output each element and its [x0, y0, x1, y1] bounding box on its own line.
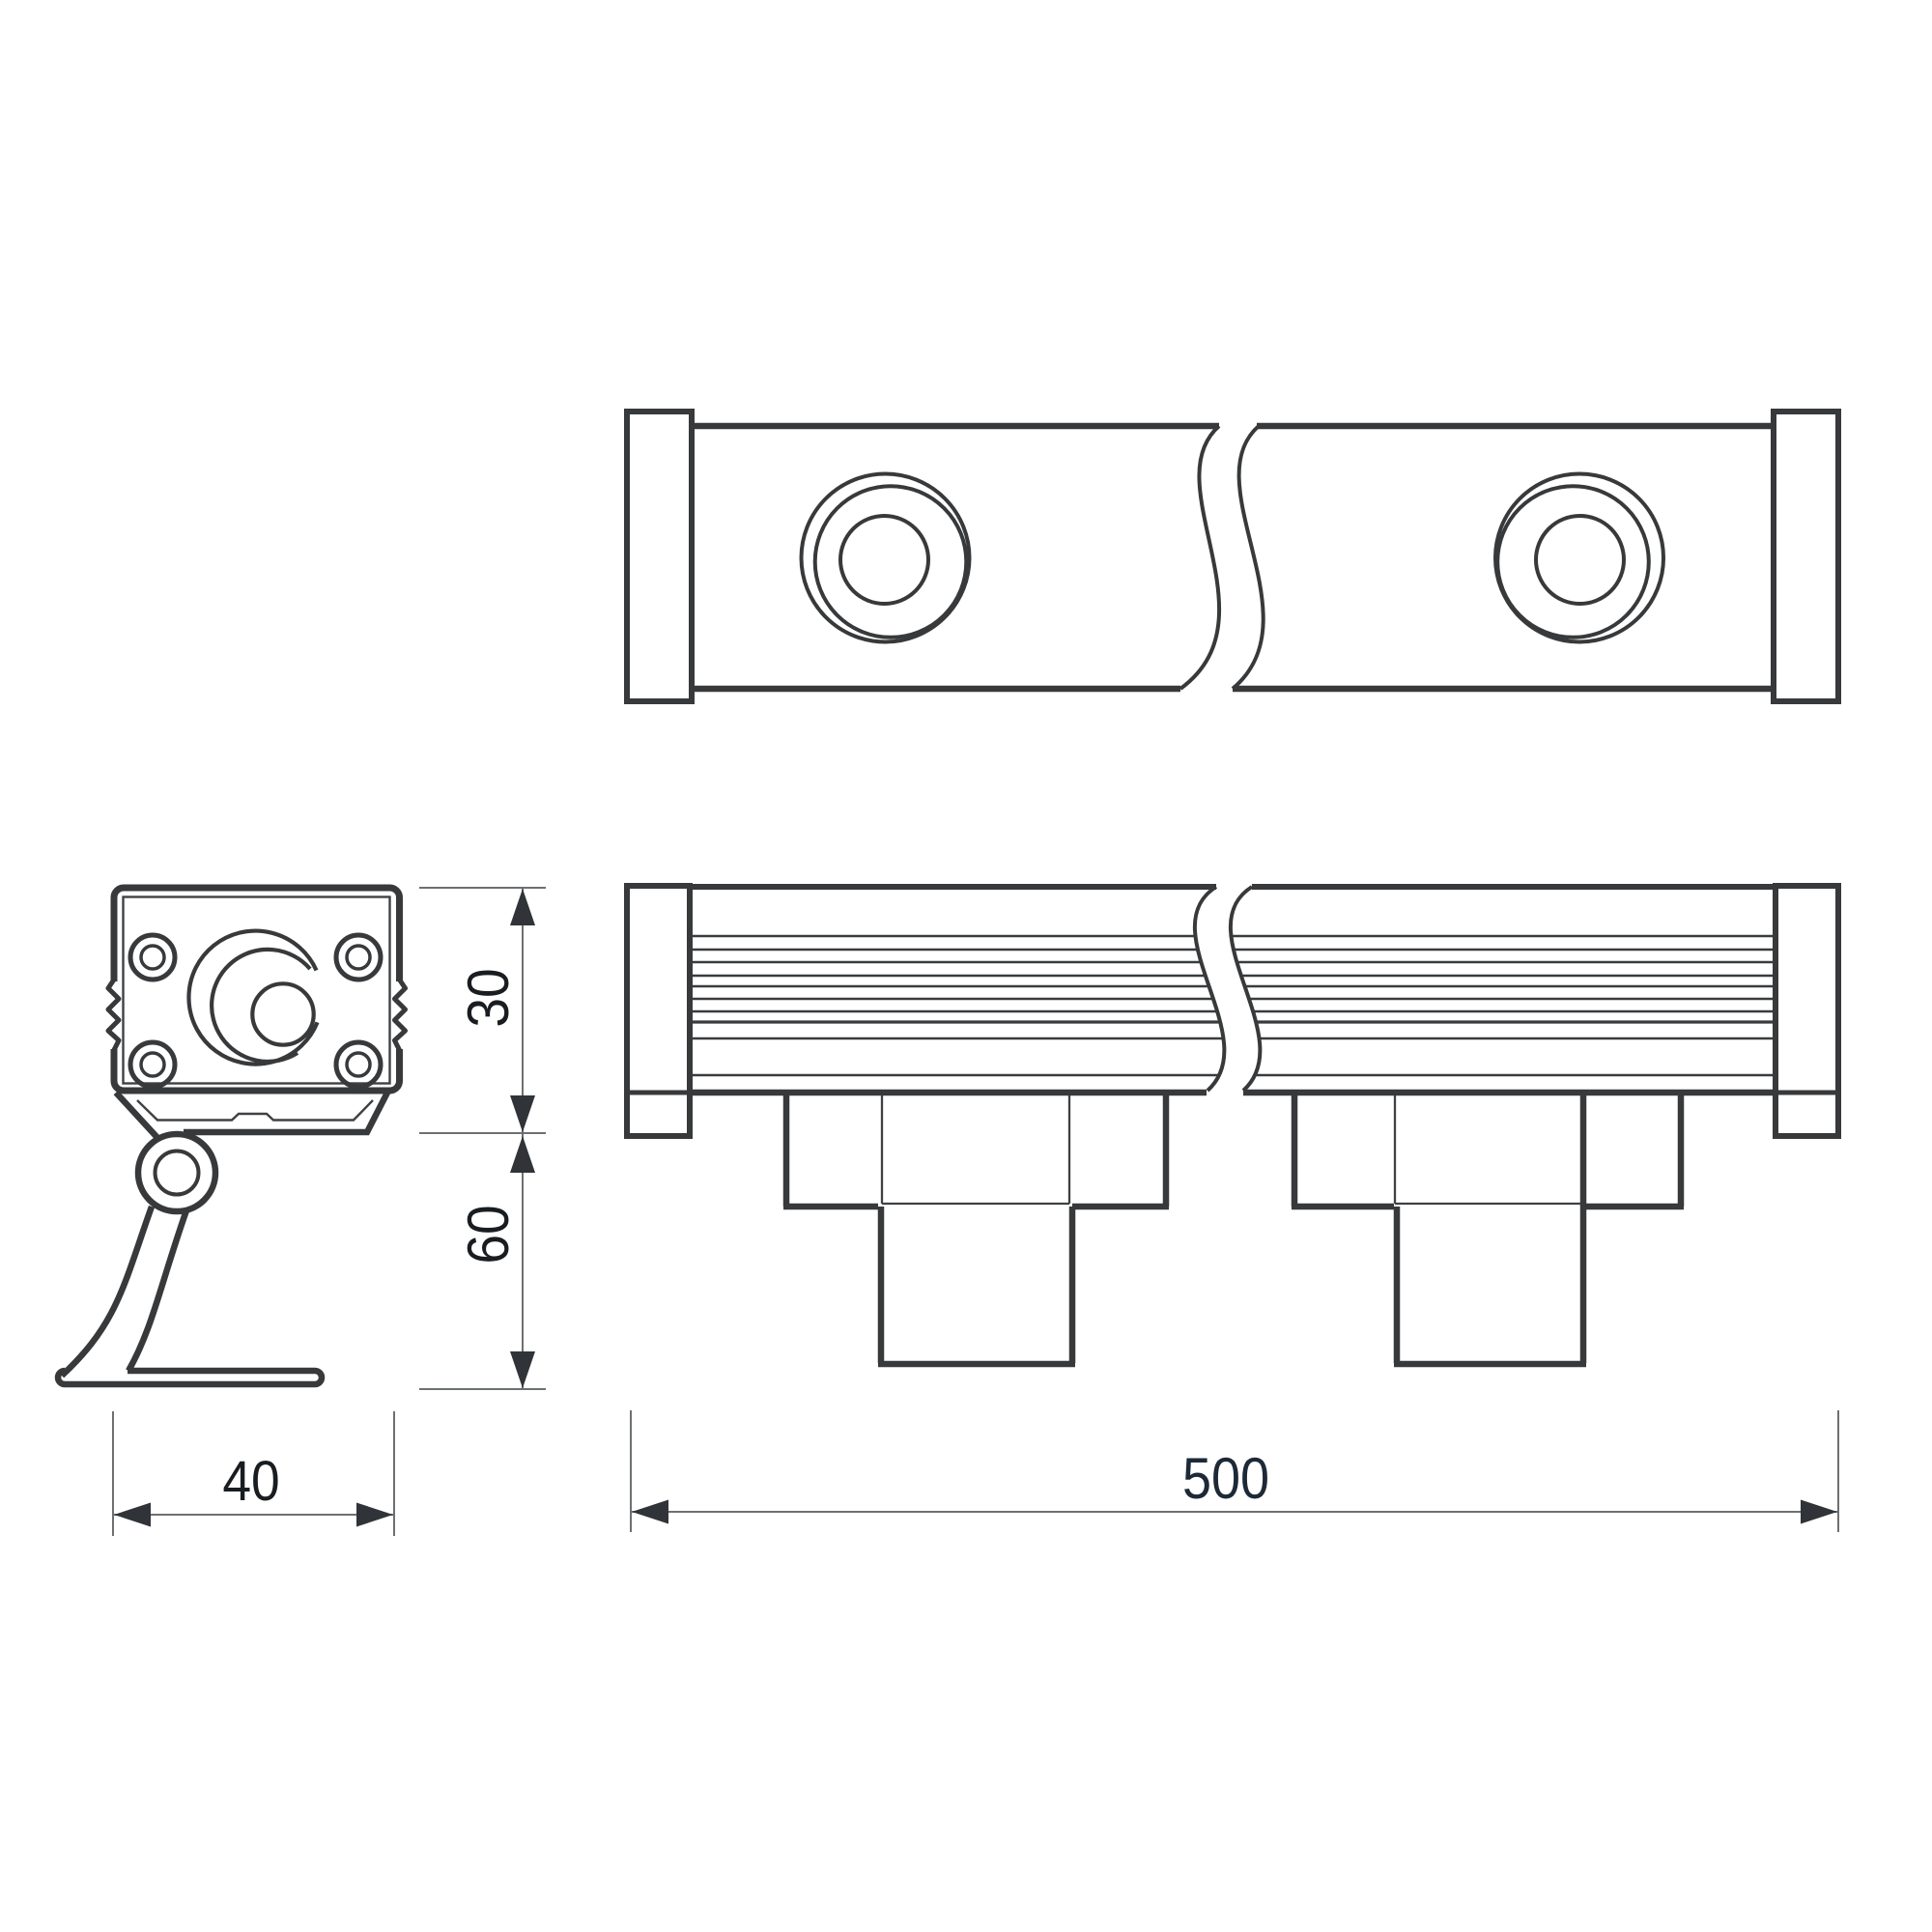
- svg-text:500: 500: [1182, 1446, 1269, 1511]
- svg-text:60: 60: [457, 1205, 522, 1264]
- svg-text:30: 30: [457, 968, 522, 1027]
- svg-text:40: 40: [222, 1450, 279, 1513]
